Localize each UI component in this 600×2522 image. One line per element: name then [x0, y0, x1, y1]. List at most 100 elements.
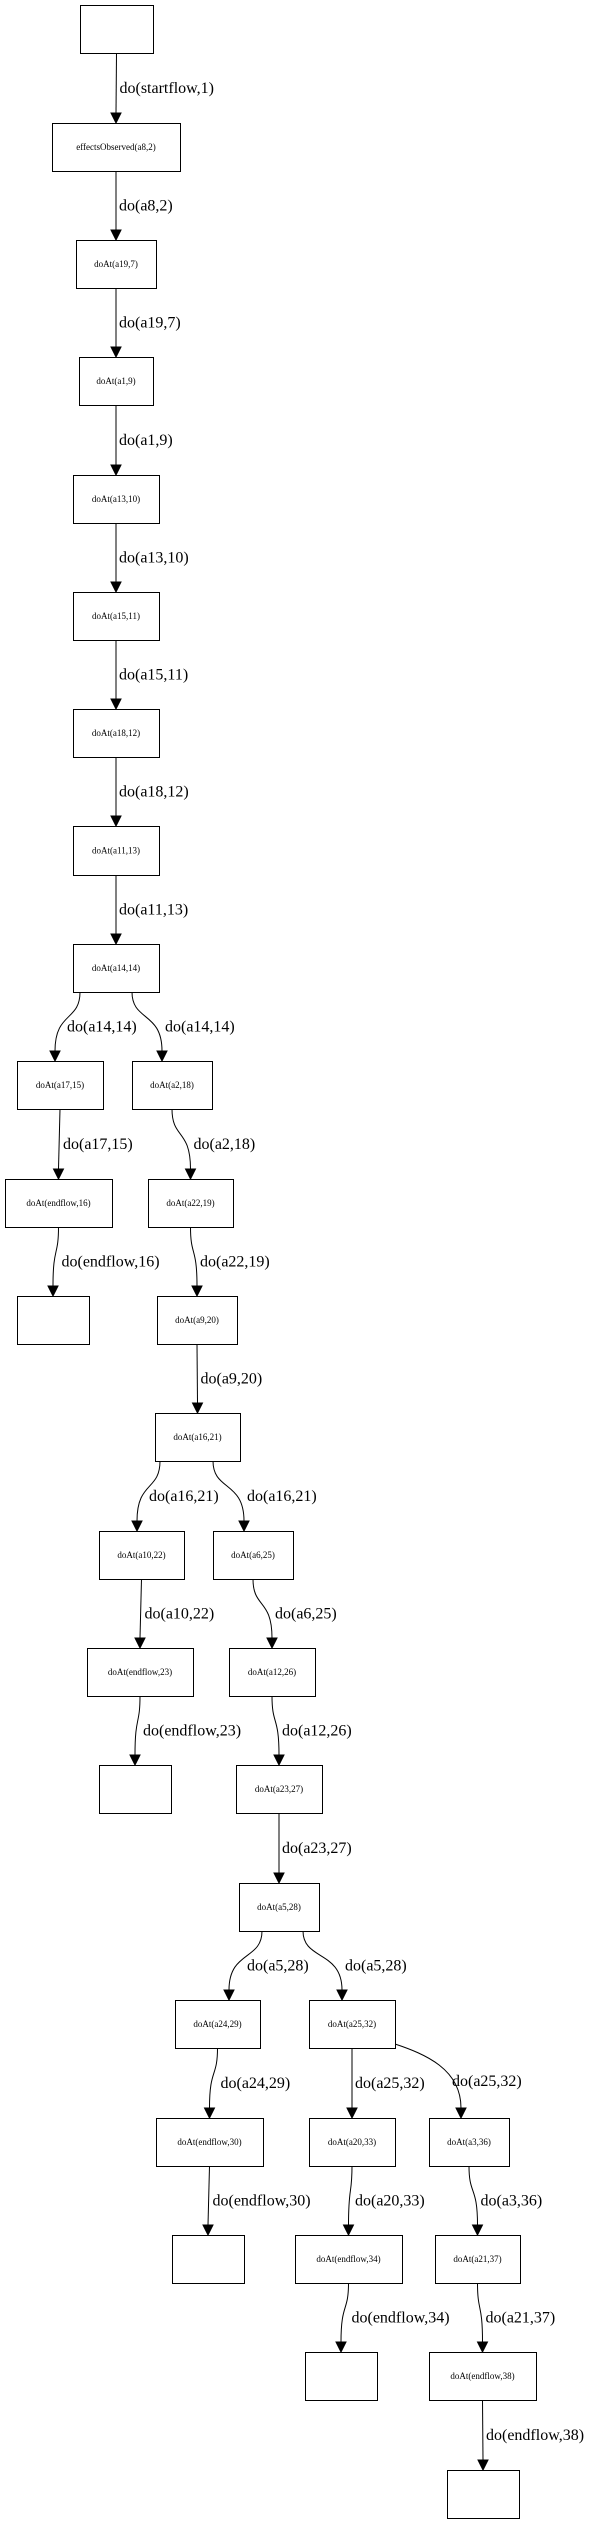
graph-edge: do(a19,7) [110, 288, 181, 359]
node-box [239, 1883, 320, 1932]
node-box [236, 1765, 323, 1814]
arrowhead-icon [47, 1285, 59, 1298]
graph-edge: do(a13,10) [110, 523, 189, 594]
node-label: doAt(endflow,34) [316, 2254, 380, 2264]
edge-line [209, 2047, 218, 2109]
graph-edge: do(a22,19) [190, 1226, 270, 1298]
edge-label: do(a16,21) [149, 1488, 219, 1505]
edge-line [271, 1695, 280, 1756]
edge-label: do(a5,28) [247, 1958, 309, 1975]
edge-label: do(a16,21) [247, 1488, 317, 1505]
node-label: effectsObserved(a8,2) [76, 142, 156, 152]
graph-node: doAt(a11,13) [73, 826, 160, 876]
graph-node: doAt(a22,19) [148, 1179, 234, 1228]
arrowhead-icon [110, 933, 122, 946]
node-box [87, 1648, 194, 1697]
graph-edge: do(a5,28) [223, 1930, 309, 2002]
arrowhead-icon [191, 1285, 203, 1298]
arrowhead-icon [110, 464, 122, 477]
graph-edge: do(a16,21) [212, 1460, 317, 1533]
edge-line [394, 2043, 462, 2109]
node-label: doAt(endflow,23) [108, 1667, 172, 1677]
arrowhead-icon [455, 2107, 467, 2120]
node-box [172, 2235, 245, 2284]
graph-edge: do(a20,33) [342, 2165, 425, 2237]
node-box [52, 123, 181, 172]
arrowhead-icon [110, 112, 122, 125]
graph-edge: do(endflow,34) [335, 2282, 450, 2354]
graph-node: doAt(a1,9) [79, 357, 154, 406]
arrowhead-icon [223, 1989, 235, 2002]
graph-node: doAt(a9,20) [157, 1296, 238, 1345]
graph-edge: do(endflow,30) [202, 2165, 311, 2237]
graph-edge: do(a14,14) [131, 991, 235, 1063]
edge-line [252, 1578, 273, 1639]
edge-label: do(a13,10) [119, 550, 189, 567]
graph-node: doAt(a18,12) [73, 709, 160, 758]
node-label: doAt(a18,12) [92, 728, 140, 738]
arrowhead-icon [110, 698, 122, 711]
edge-line [340, 2282, 349, 2343]
arrowhead-icon [238, 1520, 250, 1533]
edge-line [190, 1226, 198, 1287]
node-box [429, 2352, 537, 2401]
node-label: doAt(a17,15) [36, 1080, 84, 1090]
arrowhead-icon [346, 2107, 358, 2120]
arrowhead-icon [156, 1050, 168, 1063]
arrowhead-icon [202, 2224, 214, 2237]
graph-edge: do(a5,28) [302, 1930, 407, 2002]
arrowhead-icon [129, 1754, 141, 1767]
node-label: doAt(a9,20) [175, 1315, 219, 1325]
node-box [157, 1296, 238, 1345]
edge-label: do(a19,7) [119, 315, 181, 332]
node-box [148, 1179, 234, 1228]
edge-line [58, 1108, 61, 1170]
arrowhead-icon [266, 1637, 278, 1650]
graph-node: doAt(a23,27) [236, 1765, 323, 1814]
node-label: doAt(a14,14) [92, 963, 140, 973]
graph-edge: do(a8,2) [110, 171, 173, 242]
edge-label: do(a10,22) [145, 1606, 215, 1623]
graph-node: doAt(endflow,23) [87, 1648, 194, 1697]
node-box [73, 592, 160, 641]
edge-line [302, 1930, 343, 1991]
edge-label: do(a20,33) [355, 2193, 425, 2210]
arrowhead-icon [110, 346, 122, 359]
graph-edge: do(a1,9) [110, 405, 173, 477]
graph-node [172, 2235, 245, 2284]
node-box [80, 5, 154, 54]
edge-label: do(a11,13) [119, 902, 188, 919]
arrowhead-icon [471, 2224, 484, 2237]
edge-line [468, 2165, 478, 2226]
node-box [305, 2352, 378, 2401]
graph-edge: do(a21,37) [476, 2282, 555, 2354]
node-label: doAt(endflow,30) [177, 2137, 241, 2147]
graph-node: doAt(a17,15) [17, 1061, 104, 1110]
edge-label: do(a25,32) [452, 2073, 522, 2090]
edge-label: do(a14,14) [165, 1019, 235, 1036]
graph-node: doAt(a12,26) [229, 1648, 316, 1697]
edge-label: do(a23,27) [282, 1840, 352, 1857]
node-box [17, 1296, 90, 1345]
edge-label: do(a8,2) [119, 198, 173, 215]
graph-node [305, 2352, 378, 2401]
graph-node: doAt(a13,10) [73, 475, 160, 524]
arrowhead-icon [273, 1872, 285, 1885]
graph-node: doAt(a19,7) [76, 240, 157, 289]
edge-line [139, 1578, 142, 1639]
graph-edge: do(a11,13) [110, 875, 188, 946]
node-label: doAt(a15,11) [92, 611, 140, 621]
edge-label: do(endflow,30) [213, 2193, 311, 2210]
graph-edge: do(a15,11) [110, 640, 188, 711]
graph-node: doAt(endflow,16) [5, 1179, 113, 1228]
graph-edge: do(a16,21) [131, 1460, 219, 1533]
node-label: doAt(a11,13) [92, 846, 140, 856]
node-box [295, 2235, 403, 2284]
node-label: doAt(a13,10) [92, 494, 140, 504]
node-box [309, 2118, 396, 2167]
arrowhead-icon [203, 2107, 216, 2120]
node-box [73, 475, 160, 524]
graph-node: doAt(endflow,34) [295, 2235, 403, 2284]
arrowhead-icon [191, 1402, 204, 1415]
